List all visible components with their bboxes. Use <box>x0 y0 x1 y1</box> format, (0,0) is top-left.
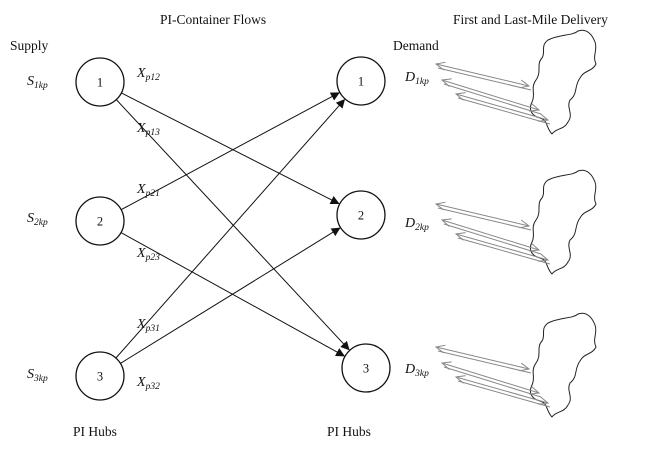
flow-arrow-p12 <box>121 92 340 205</box>
demand-label-2: D2kp <box>405 216 429 233</box>
flow-label-x21: Xp21 <box>137 182 160 199</box>
delivery-map-3 <box>436 312 597 418</box>
flow-label-x12: Xp12 <box>137 66 160 83</box>
supply-hub-1-number: 1 <box>97 76 103 90</box>
demand-hub-1-number: 1 <box>358 75 364 89</box>
supply-label-1: S1kp <box>27 74 48 91</box>
supply-hub-3-number: 3 <box>97 370 103 384</box>
demand-hub-2-number: 2 <box>358 209 364 223</box>
flow-label-x13: Xp13 <box>137 121 160 138</box>
flow-arrow-p21 <box>120 92 340 211</box>
delivery-arrow-3-3 <box>456 377 548 403</box>
demand-label-1: D1kp <box>405 70 429 87</box>
supply-label-2: S2kp <box>27 211 48 228</box>
supply-hub-3: 3 <box>75 351 125 401</box>
flow-label-x23: Xp23 <box>137 246 160 263</box>
flow-arrow-p32 <box>120 227 341 364</box>
delivery-map-1 <box>436 29 597 135</box>
supply-hub-1: 1 <box>75 57 125 107</box>
delivery-map-2 <box>436 169 597 275</box>
supply-label-3: S3kp <box>27 367 48 384</box>
demand-hub-3: 3 <box>341 343 391 393</box>
pi-hubs-left-label: PI Hubs <box>73 424 117 439</box>
supply-title: Supply <box>10 38 49 53</box>
demand-hub-2: 2 <box>336 190 386 240</box>
supply-hub-2: 2 <box>75 196 125 246</box>
delivery-arrow-1-3 <box>456 94 548 120</box>
flow-arrow-p31 <box>115 98 346 359</box>
demand-title: Demand <box>393 38 439 53</box>
demand-hub-1: 1 <box>336 56 386 106</box>
supply-hub-2-number: 2 <box>97 215 103 229</box>
delivery-arrow-2-3 <box>456 234 548 260</box>
pi-hubs-right-label: PI Hubs <box>327 424 371 439</box>
flow-label-x31: Xp31 <box>137 317 160 334</box>
flow-label-x32: Xp32 <box>137 375 160 392</box>
flows-title: PI-Container Flows <box>160 12 267 27</box>
region-map-icon <box>529 29 597 135</box>
region-map-icon <box>529 312 597 418</box>
flow-arrow-p13 <box>115 99 350 351</box>
demand-hub-3-number: 3 <box>363 362 369 376</box>
region-map-icon <box>529 169 597 275</box>
delivery-title: First and Last-Mile Delivery <box>453 12 608 27</box>
demand-label-3: D3kp <box>405 362 429 379</box>
